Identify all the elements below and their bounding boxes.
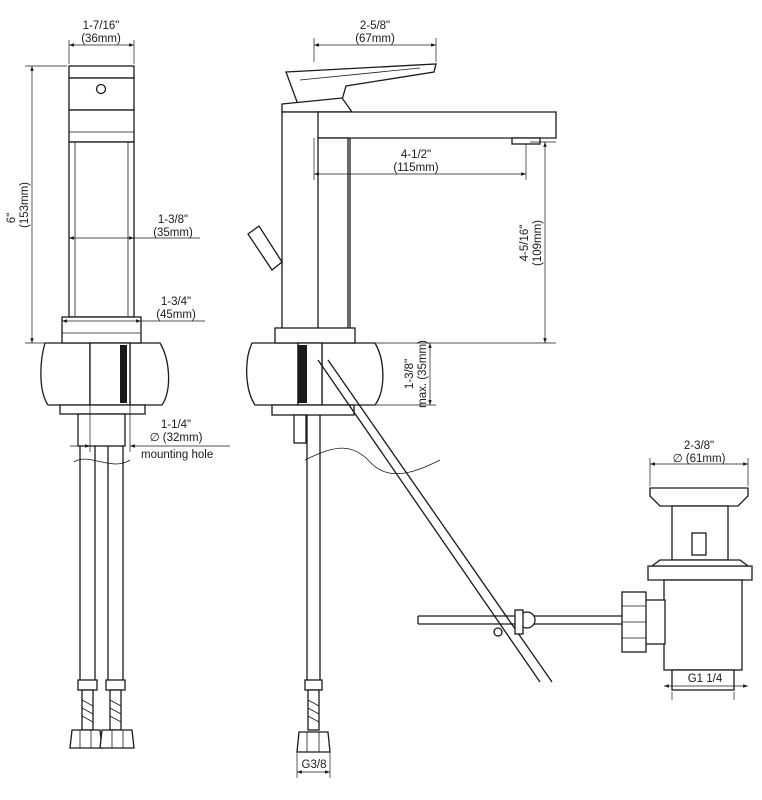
- side-view: [246, 63, 557, 753]
- drain-side-port: [644, 599, 666, 645]
- front-hose-break: [73, 458, 131, 465]
- dim-label: 6": [6, 213, 18, 223]
- dim-label: 4-1/2": [401, 149, 431, 161]
- dim-drain-diameter: 2-3/8" ∅ (61mm): [649, 440, 749, 486]
- front-deck-right: [129, 342, 170, 406]
- front-hose-left: [79, 446, 96, 680]
- front-set-screw: [95, 83, 107, 95]
- dim-label: 2-3/8": [684, 440, 714, 452]
- side-column-inner: [317, 137, 349, 338]
- drain-lower-body: [663, 579, 743, 671]
- dim-label: (45mm): [156, 309, 196, 321]
- side-shank-thread: [298, 345, 307, 403]
- drain-assembly: [417, 487, 753, 691]
- side-hose-fitting: [296, 679, 331, 753]
- front-collar: [68, 109, 135, 143]
- front-hose-right: [107, 446, 124, 680]
- dim-label: 1-3/4": [161, 296, 191, 308]
- dim-label: (67mm): [355, 33, 395, 45]
- dim-label: max. (35mm): [417, 340, 429, 408]
- front-hose-fittings: [69, 679, 135, 749]
- side-base: [274, 327, 356, 344]
- front-nut-stem: [77, 413, 126, 447]
- side-deck-right: [321, 342, 384, 406]
- dim-front-height: 6" (153mm): [6, 65, 67, 344]
- front-deck-left: [40, 342, 91, 406]
- dim-spout-height: 4-5/16" (109mm): [356, 141, 556, 344]
- dim-spout-reach: 4-1/2" (115mm): [313, 138, 527, 180]
- front-handle-top: [68, 65, 135, 79]
- front-shank-thread: [120, 345, 127, 403]
- drain-rod-clip: [493, 609, 536, 637]
- dim-handle-length: 2-5/8" (67mm): [313, 20, 437, 62]
- dim-mounting-hole: 1-1/4" ∅ (32mm) mounting hole: [70, 405, 230, 461]
- side-nut-stem: [293, 414, 307, 444]
- dim-label: 1-7/16": [83, 20, 120, 32]
- side-mounting-nut: [271, 404, 355, 416]
- front-view: [40, 65, 170, 749]
- dim-label: (115mm): [393, 162, 438, 174]
- drain-slot: [691, 532, 707, 556]
- dim-label: (35mm): [153, 227, 193, 239]
- dim-label: ∅ (32mm): [150, 432, 203, 444]
- front-mounting-nut: [59, 404, 146, 415]
- dim-label: G1 1/4: [688, 673, 723, 685]
- side-aerator: [511, 137, 541, 145]
- drain-cap: [649, 487, 749, 507]
- dim-label: 4-5/16": [519, 225, 531, 262]
- dim-label: ∅ (61mm): [673, 453, 726, 465]
- dim-label: (36mm): [81, 33, 121, 45]
- dim-label: 1-3/8": [158, 214, 188, 226]
- dim-label: 1-1/4": [161, 419, 191, 431]
- front-body: [68, 141, 135, 318]
- drain-nut: [647, 565, 753, 581]
- dim-drain-thread: G1 1/4: [664, 673, 748, 700]
- dim-hose-thread: G3/8: [296, 752, 331, 778]
- side-hose-break: [304, 447, 441, 475]
- dim-deck-thickness: 1-3/8" max. (35mm): [376, 340, 436, 408]
- side-popup-rod: [247, 225, 283, 271]
- dim-label: 2-5/8": [360, 20, 390, 32]
- side-head: [281, 97, 354, 113]
- dim-label: 1-3/8": [404, 359, 416, 389]
- side-spout: [317, 111, 557, 139]
- side-hose: [306, 415, 321, 680]
- dim-body-width: 1-3/8" (35mm): [69, 214, 200, 240]
- dim-label: (109mm): [532, 220, 544, 266]
- dim-label: G3/8: [302, 759, 327, 771]
- dim-label: (153mm): [19, 182, 31, 228]
- dim-front-width: 1-7/16" (36mm): [68, 20, 135, 64]
- dim-label: mounting hole: [141, 449, 213, 461]
- dim-base-width: 1-3/4" (45mm): [62, 296, 205, 323]
- side-deck-left: [246, 342, 299, 406]
